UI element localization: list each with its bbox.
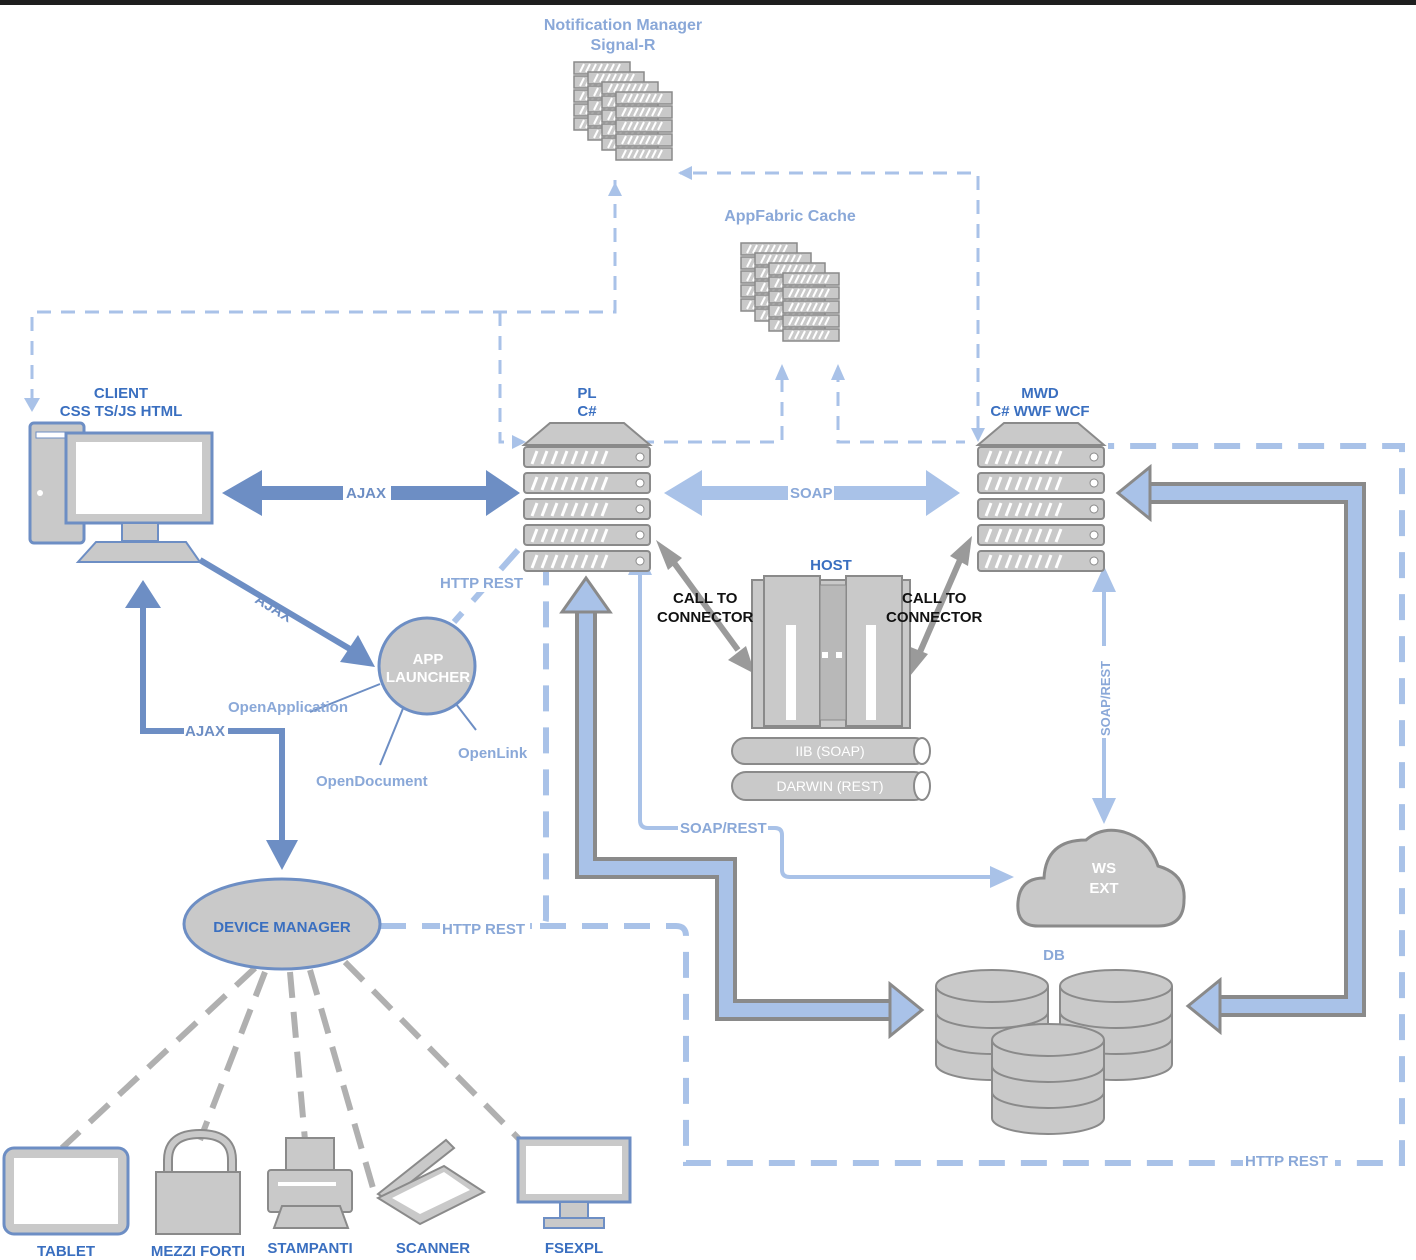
device-manager-icon bbox=[182, 877, 382, 971]
mwd-host-label-2: CONNECTOR bbox=[886, 609, 983, 626]
pl-subtitle: C# bbox=[577, 403, 597, 420]
pl-mwd-label: SOAP bbox=[790, 485, 833, 502]
architecture-diagram: AJAX AJAX AJAX SOAP CALL TO CONNECTOR CA… bbox=[2, 17, 1405, 1260]
device-scanner-label: SCANNER bbox=[396, 1240, 470, 1257]
launcher-action-open-link: OpenLink bbox=[458, 745, 528, 762]
printer-icon bbox=[267, 1137, 353, 1229]
database-icon bbox=[935, 969, 1173, 1135]
desktop-computer-icon bbox=[28, 421, 214, 563]
host-title: HOST bbox=[810, 557, 852, 574]
pl-launcher-label: HTTP REST bbox=[440, 575, 523, 592]
notification-client-link bbox=[30, 180, 617, 400]
edge-labels: AJAX AJAX AJAX SOAP CALL TO CONNECTOR CA… bbox=[184, 484, 1335, 1170]
client-subtitle: CSS TS/JS HTML bbox=[60, 403, 183, 420]
pl-host-label-1: CALL TO bbox=[673, 590, 738, 607]
notification-title: Notification Manager bbox=[544, 17, 702, 34]
bus-iib-label: IIB (SOAP) bbox=[795, 743, 864, 759]
db-title: DB bbox=[1043, 947, 1065, 964]
client-pl-label: AJAX bbox=[346, 485, 386, 502]
launcher-title: APP bbox=[413, 651, 444, 668]
mwd-wsext-label: SOAP/REST bbox=[1098, 661, 1113, 736]
mwd-host-label-1: CALL TO bbox=[902, 590, 967, 607]
pl-host-label-2: CONNECTOR bbox=[657, 609, 754, 626]
outer-http-loop bbox=[540, 443, 1405, 1166]
dashed-arrowheads bbox=[24, 166, 985, 449]
device-links bbox=[59, 959, 523, 1196]
call-connector-arrows bbox=[656, 536, 972, 676]
pl-title: PL bbox=[577, 385, 596, 402]
mwd-subtitle: C# WWF WCF bbox=[990, 403, 1089, 420]
bus-darwin-icon bbox=[731, 771, 931, 801]
notification-subtitle: Signal-R bbox=[591, 37, 656, 54]
launcher-action-open-application: OpenApplication bbox=[228, 699, 348, 716]
rack-server-icon bbox=[524, 423, 650, 571]
device-pl-label: HTTP REST bbox=[442, 921, 525, 938]
appfabric-mwd-link bbox=[836, 368, 965, 444]
monitor-icon bbox=[516, 1136, 632, 1229]
server-stack-icon bbox=[741, 243, 839, 341]
rack-server-icon bbox=[978, 423, 1104, 571]
server-stack-icon bbox=[574, 62, 672, 160]
dashed-connections bbox=[30, 171, 980, 444]
wsext-subtitle: EXT bbox=[1089, 880, 1118, 897]
mainframe-icon bbox=[751, 575, 911, 729]
launcher-action-open-document: OpenDocument bbox=[316, 773, 428, 790]
notification-pl-link bbox=[498, 312, 515, 444]
scanner-icon bbox=[375, 1138, 487, 1226]
device-pl-link bbox=[380, 560, 549, 929]
bus-darwin-label: DARWIN (REST) bbox=[776, 778, 883, 794]
pl-wsext-label: SOAP/REST bbox=[680, 820, 767, 837]
mwd-notification-link bbox=[680, 171, 980, 430]
lock-icon bbox=[155, 1128, 241, 1235]
outer-loop-label: HTTP REST bbox=[1245, 1153, 1328, 1170]
pl-appfabric-link bbox=[640, 368, 784, 444]
appfabric-title: AppFabric Cache bbox=[724, 208, 856, 225]
app-launcher-icon bbox=[309, 616, 477, 766]
launcher-subtitle: LAUNCHER bbox=[386, 669, 470, 686]
diagram-canvas: AJAX AJAX AJAX SOAP CALL TO CONNECTOR CA… bbox=[0, 5, 1416, 1260]
client-title: CLIENT bbox=[94, 385, 148, 402]
cloud-icon bbox=[1016, 828, 1186, 928]
device-tablet-label: TABLET bbox=[37, 1243, 95, 1260]
mwd-db-path bbox=[1115, 463, 1366, 1036]
device-mezzi-forti-label: MEZZI FORTI bbox=[151, 1243, 245, 1260]
node-labels: Notification Manager Signal-R AppFabric … bbox=[37, 17, 1119, 1260]
client-launcher-label: AJAX bbox=[252, 591, 295, 626]
client-device-label: AJAX bbox=[185, 723, 225, 740]
device-stampanti-label: STAMPANTI bbox=[267, 1240, 352, 1257]
mwd-title: MWD bbox=[1021, 385, 1059, 402]
device-fsexpl-label: FSEXPL bbox=[545, 1240, 603, 1257]
pl-db-path bbox=[559, 575, 925, 1040]
wsext-title: WS bbox=[1092, 860, 1116, 877]
device-manager-title: DEVICE MANAGER bbox=[213, 919, 351, 936]
bus-iib-icon bbox=[731, 737, 931, 765]
tablet-icon bbox=[2, 1146, 130, 1236]
